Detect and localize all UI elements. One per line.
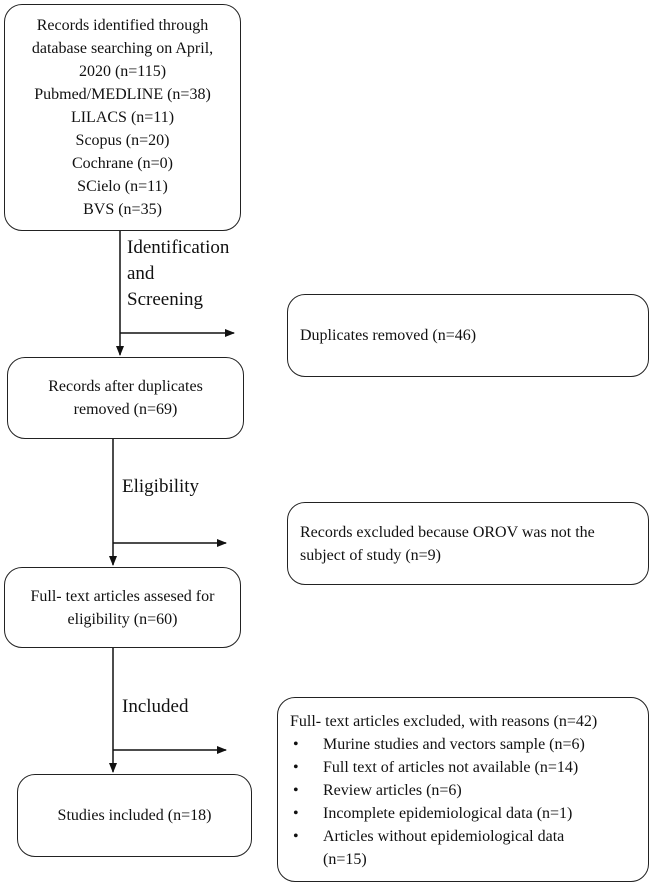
fulltext-assessed-line: Full- text articles assesed for [30, 587, 215, 605]
exclusion-reason-text: (n=15) [323, 851, 367, 868]
bullet-glyph: • [293, 736, 299, 753]
identified-line: LILACS (n=11) [70, 109, 175, 126]
studies-included-text: Studies included (n=18) [57, 807, 212, 824]
fulltext-assessed-box: Full- text articles assesed for eligibil… [4, 567, 241, 648]
exclusion-reason-item: • Articles without epidemiological data … [290, 825, 640, 871]
records-excluded-line: subject of study (n=9) [300, 546, 441, 564]
identified-line: Records identified through [36, 17, 209, 34]
duplicates-removed-box: Duplicates removed (n=46) [287, 294, 649, 377]
records-identified-box: Records identified through database sear… [4, 4, 241, 231]
stage-identification-line: Identification [127, 237, 230, 258]
exclusion-reason-item: • Incomplete epidemiological data (n=1) [290, 802, 640, 825]
stage-label-included: Included [122, 694, 188, 720]
after-duplicates-line: removed (n=69) [73, 401, 178, 418]
after-duplicates-line: Records after duplicates [48, 378, 203, 395]
exclusion-reason-item: • Full text of articles not available (n… [290, 756, 640, 779]
exclusion-reason-text: Articles without epidemiological data [323, 828, 565, 845]
fulltext-assessed-line: eligibility (n=60) [67, 610, 178, 628]
duplicates-removed-text: Duplicates removed (n=46) [300, 327, 477, 344]
identified-line: Cochrane (n=0) [72, 155, 173, 172]
identified-line: Pubmed/MEDLINE (n=38) [34, 86, 211, 103]
exclusion-reason-item: • Review articles (n=6) [290, 779, 640, 802]
exclusion-reasons-list: • Murine studies and vectors sample (n=6… [290, 733, 640, 871]
exclusion-reason-text: Full text of articles not available (n=1… [323, 759, 579, 776]
identified-line: 2020 (n=115) [78, 63, 167, 80]
records-excluded-box: Records excluded because OROV was not th… [287, 502, 649, 585]
fulltext-excluded-title: Full- text articles excluded, with reaso… [290, 713, 598, 730]
exclusion-reason-text: Murine studies and vectors sample (n=6) [323, 736, 585, 753]
stage-label-eligibility: Eligibility [122, 474, 199, 500]
bullet-glyph: • [293, 828, 299, 845]
stage-eligibility-text: Eligibility [122, 476, 200, 497]
identified-line: SCielo (n=11) [77, 178, 168, 195]
identified-line: Scopus (n=20) [75, 132, 170, 149]
stage-included-text: Included [122, 696, 189, 717]
records-after-duplicates-box: Records after duplicates removed (n=69) [7, 357, 244, 439]
exclusion-reason-item: • Murine studies and vectors sample (n=6… [290, 733, 640, 756]
exclusion-reason-text: Review articles (n=6) [323, 782, 462, 799]
identified-line: BVS (n=35) [83, 201, 162, 218]
exclusion-reason-text: Incomplete epidemiological data (n=1) [323, 805, 573, 822]
fulltext-excluded-box: Full- text articles excluded, with reaso… [277, 697, 649, 882]
identified-line: database searching on April, [31, 40, 214, 57]
bullet-glyph: • [293, 805, 299, 822]
stage-identification-line: Screening [127, 289, 203, 310]
studies-included-box: Studies included (n=18) [17, 774, 252, 857]
bullet-glyph: • [293, 759, 299, 776]
stage-identification-line: and [127, 263, 155, 284]
records-excluded-line: Records excluded because OROV was not th… [300, 523, 595, 541]
bullet-glyph: • [293, 782, 299, 799]
stage-label-identification: Identification and Screening [127, 235, 229, 313]
